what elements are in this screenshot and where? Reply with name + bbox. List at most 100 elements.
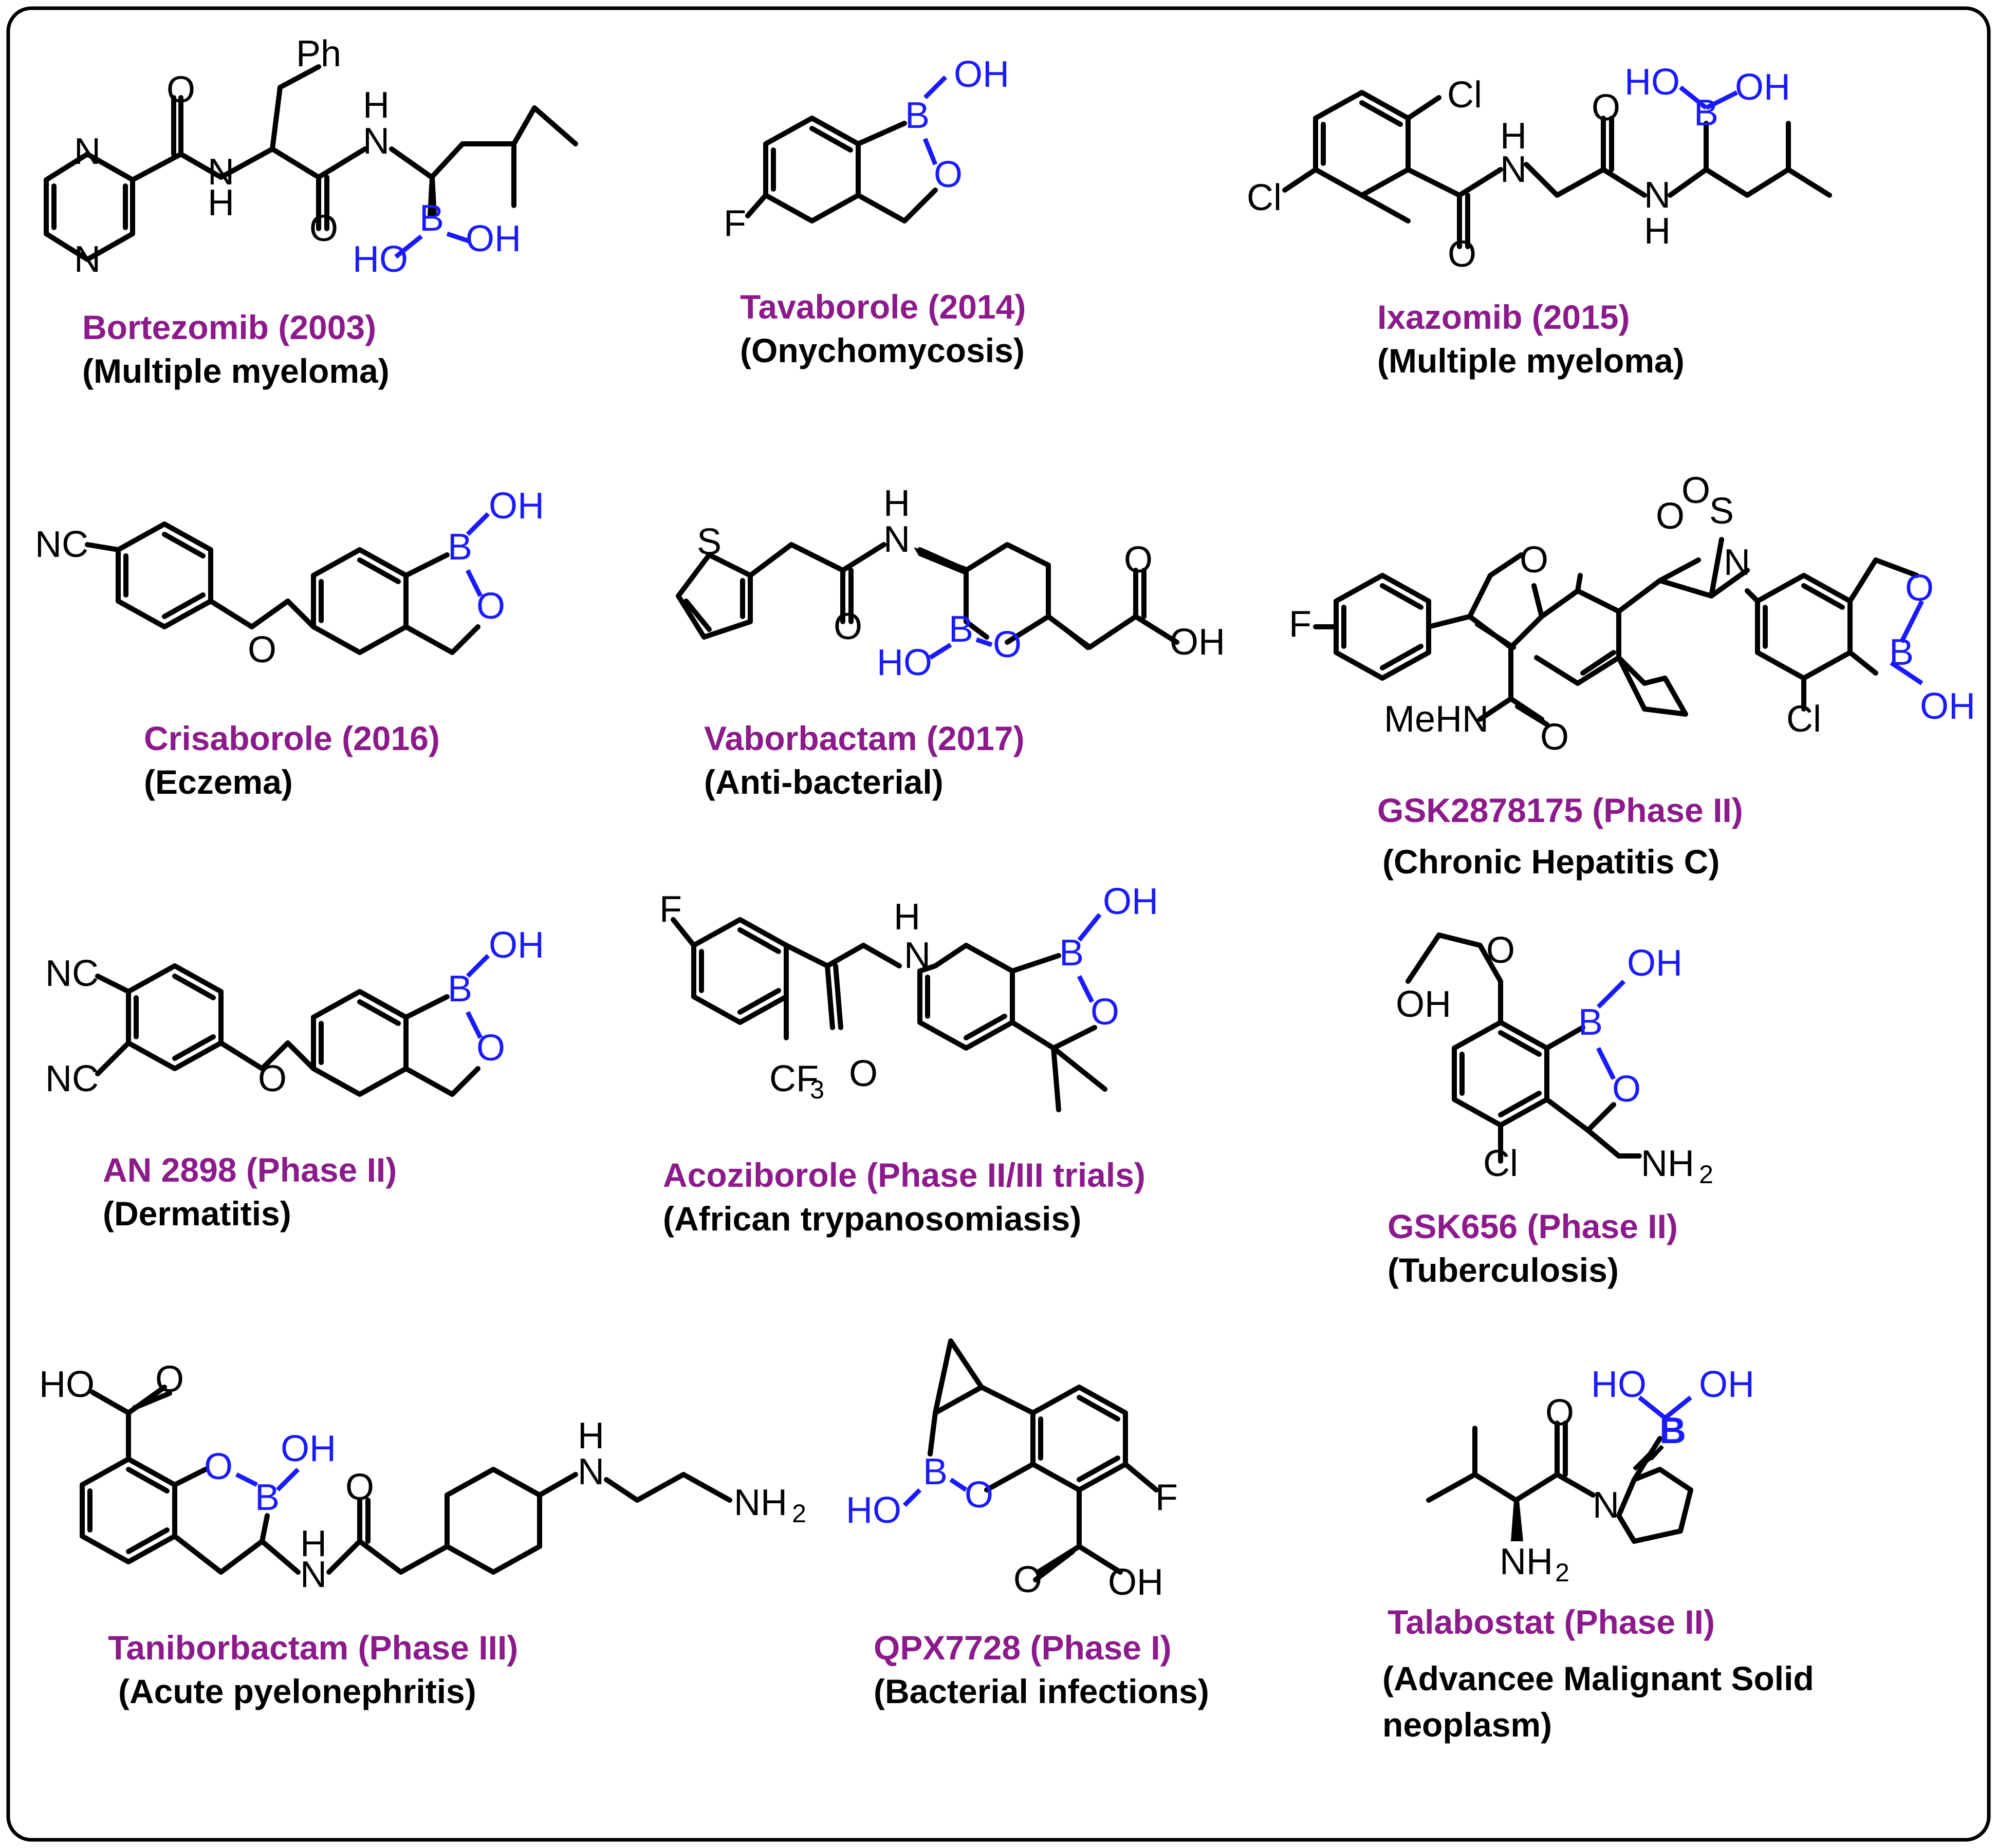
atom-label: O — [1905, 568, 1934, 609]
atom-label: HO — [877, 642, 932, 683]
atom-label: HO — [39, 1364, 95, 1405]
atom-label: H — [1644, 211, 1671, 252]
atom-label: O — [934, 154, 963, 195]
atom-label: 2 — [1699, 1160, 1713, 1189]
atom-label: H — [883, 483, 910, 524]
compound-name: AN 2898 (Phase II) — [103, 1151, 397, 1189]
atom-label: H — [578, 1415, 604, 1457]
atom-label: H — [363, 85, 390, 126]
atom-label: N — [1593, 1485, 1619, 1526]
atom-label: O — [248, 629, 276, 670]
compound-indication: (Anti-bacterial) — [704, 763, 944, 801]
atom-label: O — [1681, 470, 1710, 511]
atom-label: O — [167, 69, 195, 110]
atom-label: N — [74, 239, 101, 280]
atom-label: B — [923, 1451, 948, 1492]
structure-talabostat: O N NH 2 B HO OH — [1426, 1364, 1754, 1587]
atom-label: B — [1889, 632, 1914, 673]
atom-label: OH — [1396, 984, 1451, 1025]
atom-label: HO — [1624, 62, 1680, 103]
atom-label: O — [309, 208, 338, 249]
structure-bortezomib: N N O N H Ph O H N B HO OH — [44, 33, 578, 280]
compound-name: Talabostat (Phase II) — [1388, 1603, 1715, 1641]
structure-gsk656: O OH Cl NH 2 B OH O — [1396, 930, 1713, 1189]
atom-label: H — [208, 182, 234, 223]
structure-acoziborole: F CF 3 O H N B OH O — [659, 881, 1158, 1112]
atom-label: HO — [846, 1490, 901, 1531]
compound-indication: (Multiple myeloma) — [1377, 342, 1685, 380]
compound-indication: (Chronic Hepatitis C) — [1382, 843, 1719, 881]
atom-label: N — [300, 1554, 327, 1595]
compound-indication: (Eczema) — [144, 763, 293, 801]
atom-label: S — [1709, 491, 1734, 532]
atom-label: O — [1124, 539, 1153, 581]
atom-label: O — [204, 1446, 233, 1487]
atom-label: OH — [1108, 1562, 1163, 1603]
atom-label: O — [1612, 1069, 1641, 1110]
compound-indication: neoplasm) — [1382, 1706, 1552, 1744]
atom-label: OH — [1920, 686, 1975, 727]
compound-name: Taniborbactam (Phase III) — [108, 1629, 518, 1667]
atom-label: O — [834, 606, 862, 647]
structure-ixazomib: Cl Cl O H N O N H B HO OH — [1247, 62, 1832, 275]
structure-qpx7728: F O OH B O HO — [846, 1338, 1178, 1603]
atom-label: N — [578, 1451, 604, 1492]
atom-label: B — [419, 198, 444, 239]
atom-label: H — [1500, 116, 1527, 157]
atom-label: Cl — [1483, 1143, 1518, 1184]
structure-tavaborole: B OH O F — [724, 54, 1009, 244]
structure-gsk2878175: F O MeHN O S O O N Cl O B OH — [1289, 470, 1975, 758]
compound-indication: (Dermatitis) — [103, 1194, 291, 1233]
atom-label: CF — [769, 1058, 819, 1099]
atom-label: N — [1500, 149, 1527, 190]
atom-label: N — [904, 935, 931, 976]
atom-label: F — [659, 889, 682, 930]
atom-label: MeHN — [1384, 699, 1489, 740]
atom-label: O — [993, 624, 1022, 665]
atom-label: O — [155, 1359, 184, 1400]
atom-label: OH — [1735, 67, 1790, 108]
compound-name: Ixazomib (2015) — [1377, 298, 1630, 336]
atom-label: OH — [489, 925, 544, 966]
compound-name: Vaborbactam (2017) — [704, 719, 1025, 757]
atom-label: O — [258, 1058, 287, 1099]
atom-label: NH — [1641, 1143, 1694, 1184]
compound-name: GSK2878175 (Phase II) — [1377, 791, 1743, 829]
atom-label: OH — [1699, 1364, 1754, 1405]
atom-label: B — [1578, 1002, 1603, 1043]
figure-border — [6, 6, 1991, 1842]
atom-label: OH — [466, 218, 521, 259]
compound-name: GSK656 (Phase II) — [1388, 1207, 1678, 1245]
atom-label: N — [1644, 175, 1671, 216]
atom-label: OH — [954, 54, 1009, 95]
atom-label: S — [697, 521, 722, 563]
atom-label: 2 — [1555, 1558, 1569, 1587]
atom-label: O — [1545, 1392, 1574, 1433]
atom-label: B — [905, 95, 930, 136]
atom-label: OH — [281, 1428, 336, 1469]
atom-label: N — [363, 121, 390, 162]
structure-vaborbactam: S O H N O OH B O HO — [676, 483, 1225, 683]
atom-label: H — [300, 1523, 327, 1564]
atom-label: B — [1659, 1410, 1686, 1451]
compound-name: Tavaborole (2014) — [740, 288, 1026, 326]
atom-label: NH — [734, 1482, 787, 1523]
atom-label: NH — [1500, 1541, 1553, 1582]
atom-label: F — [1155, 1477, 1178, 1518]
compound-name: Acoziborole (Phase II/III trials) — [663, 1156, 1145, 1194]
atom-label: O — [476, 1028, 505, 1069]
atom-label: Cl — [1247, 177, 1282, 218]
atom-label: OH — [489, 486, 544, 527]
atom-label: O — [965, 1474, 993, 1516]
atom-label: N — [208, 152, 234, 193]
atom-label: F — [1289, 604, 1311, 645]
atom-label: B — [949, 609, 973, 650]
atom-label: O — [1448, 234, 1476, 275]
atom-label: B — [448, 527, 472, 568]
atom-label: B — [448, 968, 472, 1010]
atom-label: B — [1059, 932, 1084, 974]
compound-name: Crisaborole (2016) — [144, 719, 440, 757]
atom-label: O — [345, 1467, 374, 1508]
compound-indication: (Acute pyelonephritis) — [118, 1672, 476, 1710]
